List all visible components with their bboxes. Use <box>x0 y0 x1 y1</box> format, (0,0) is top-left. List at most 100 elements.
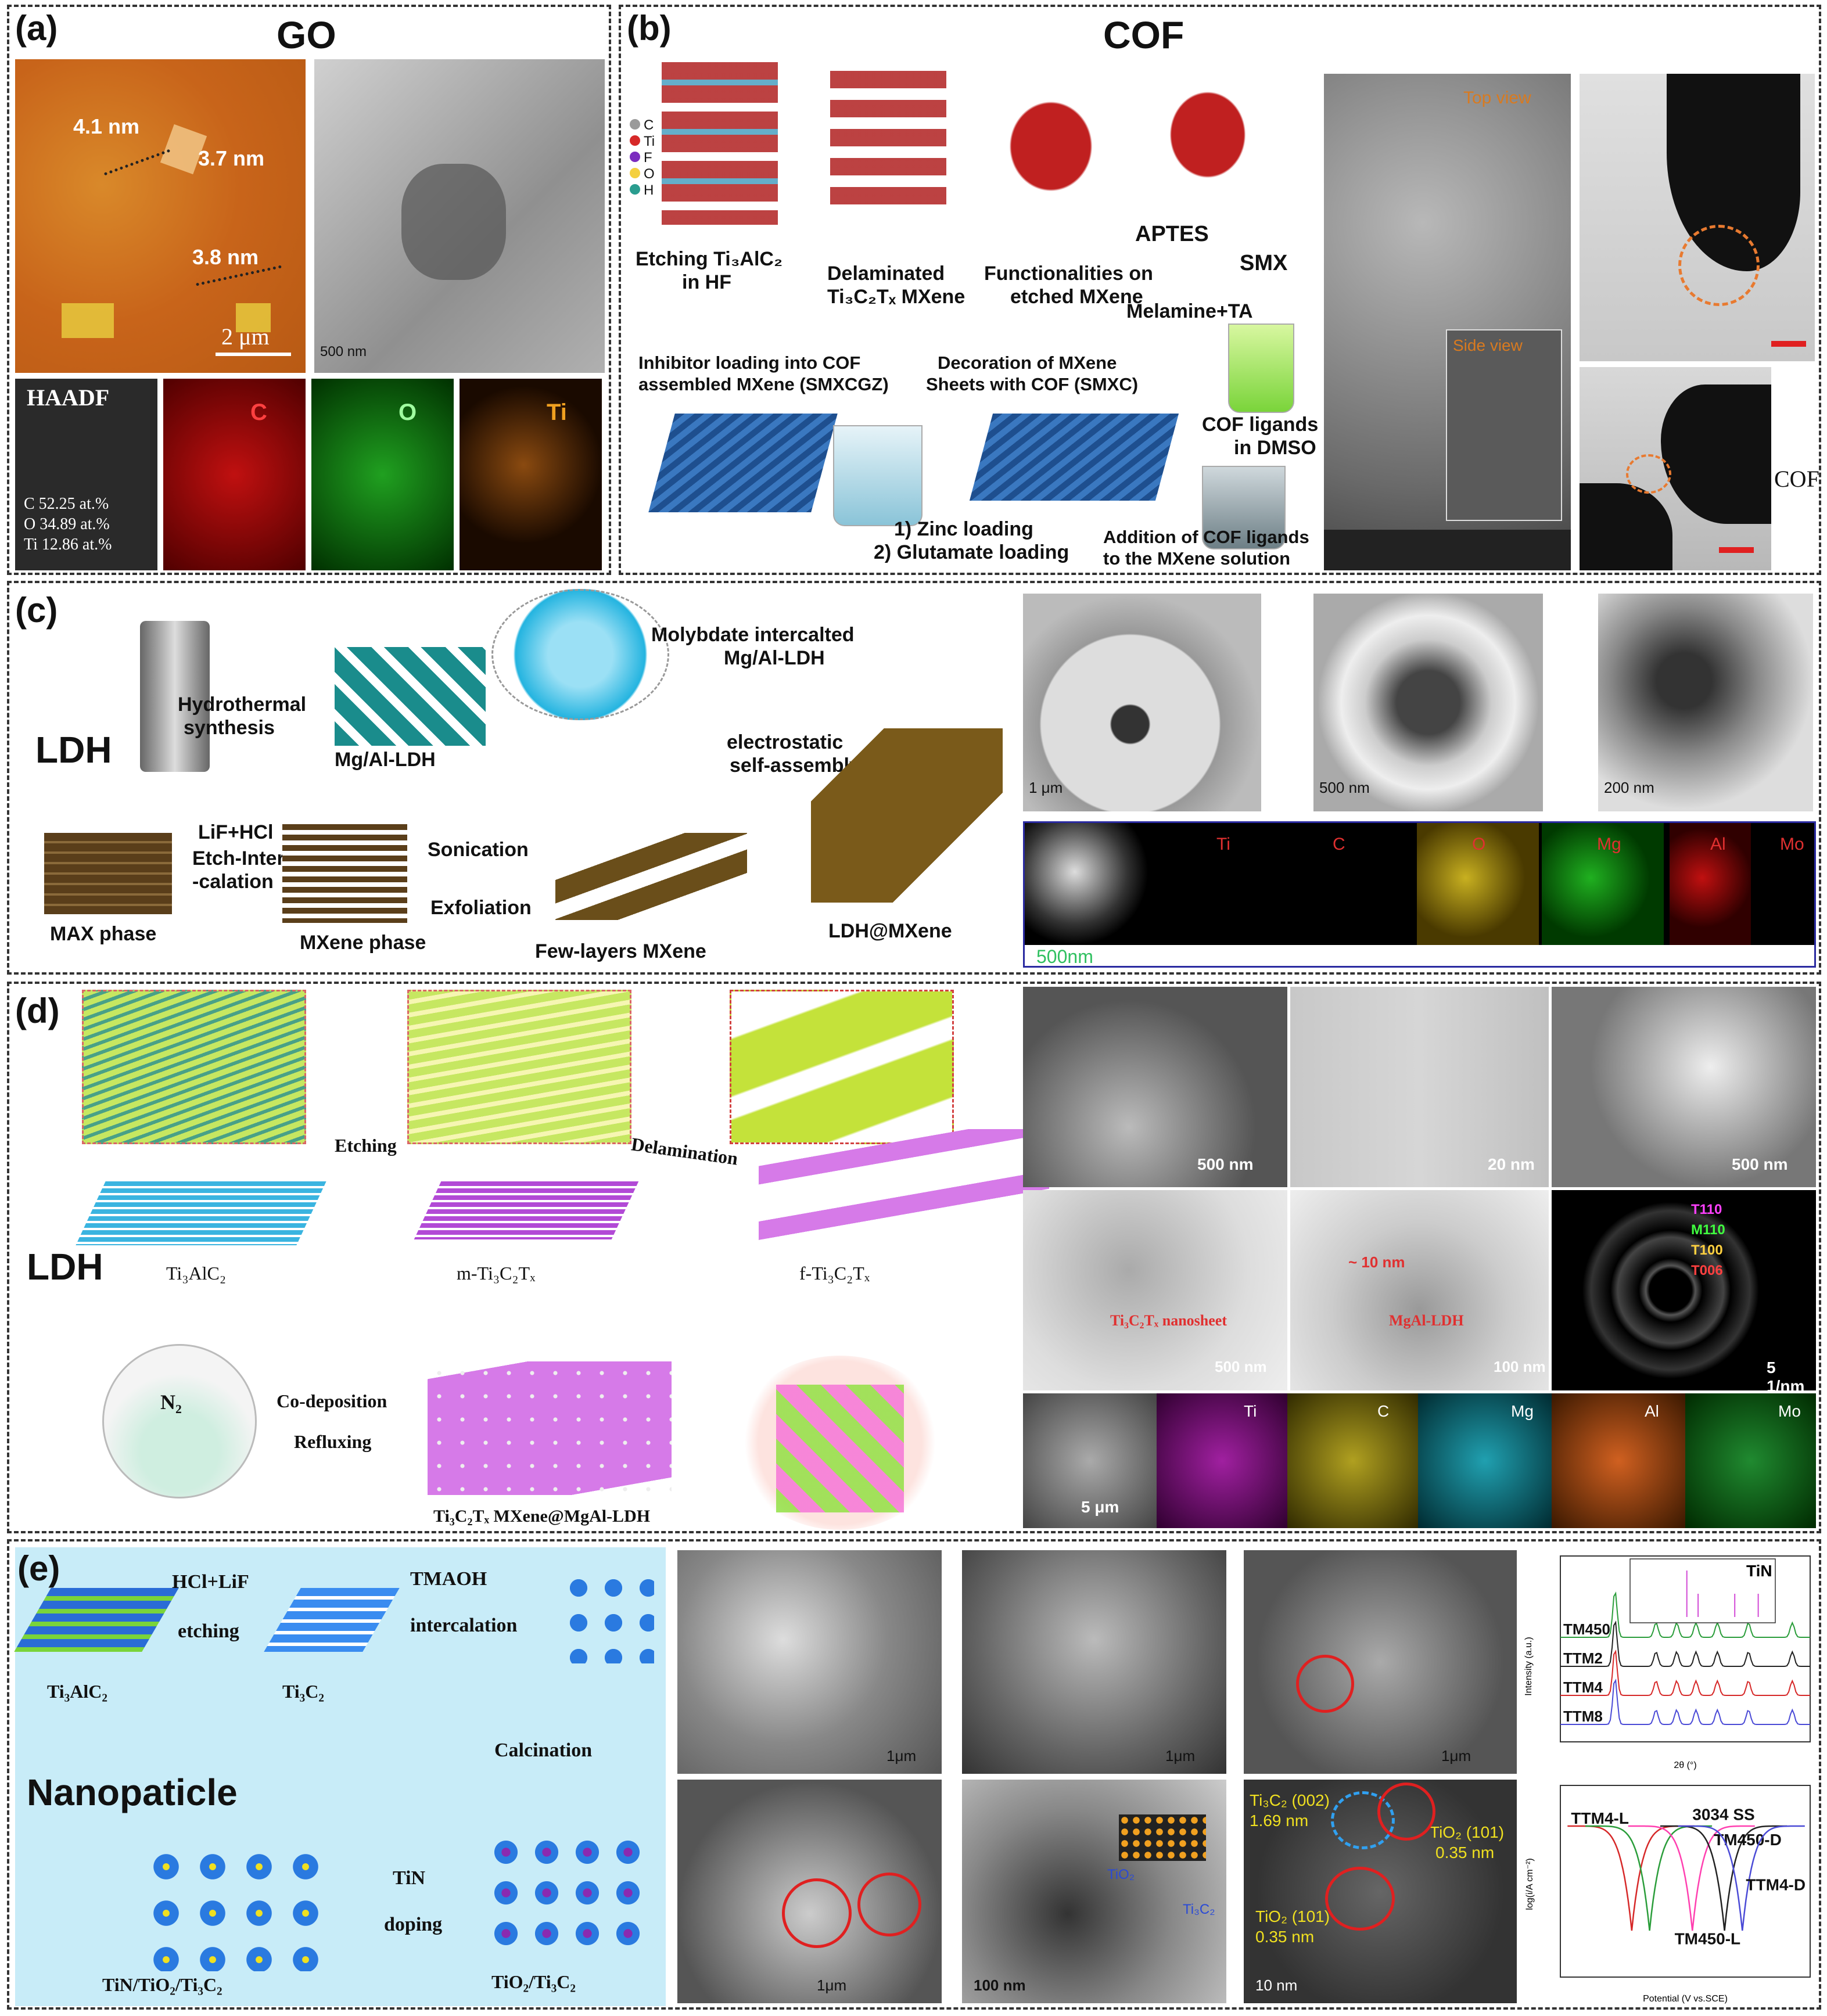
ldh-mxene-label: LDH@MXene <box>828 920 952 942</box>
sem-side-view: Side view <box>1446 329 1562 521</box>
ldh-mxene-composite <box>811 728 1003 903</box>
tin-tio2-label: TiN/TiO₂/Ti₃C₂ <box>102 1974 222 1995</box>
autoclave <box>140 621 210 772</box>
intercalation-label: intercalation <box>410 1615 518 1636</box>
panel-d-ldh: LDH <box>27 1246 103 1288</box>
etching-label-e: etching <box>178 1620 239 1642</box>
ti3alc2-label: Ti₃AlC₂ <box>166 1263 226 1284</box>
max-phase-label: MAX phase <box>50 923 157 945</box>
calcination-label: Calcination <box>494 1740 593 1761</box>
panel-a-label: (a) <box>15 9 58 48</box>
codeposition-label: Co-deposition <box>277 1390 387 1411</box>
map-ti-label: Ti <box>547 400 567 425</box>
element-legend: C Ti F O H <box>630 117 655 199</box>
saed-t110: T110 <box>1691 1202 1722 1217</box>
saed-pattern: T110 M110 T100 T006 5 1/nm <box>1552 1190 1816 1390</box>
exfoliation: Exfoliation <box>430 897 532 919</box>
hydrothermal-2: synthesis <box>184 717 275 739</box>
hrtem-035-1: 0.35 nm <box>1435 1843 1495 1862</box>
zoom-box-2 <box>407 990 631 1144</box>
ti3alc2-label-e: Ti₃AlC₂ <box>47 1681 107 1702</box>
delaminated-structure <box>830 71 946 210</box>
ldh-tem-1: 1 μm <box>1023 594 1261 811</box>
hrtem-scale: 10 nm <box>1255 1977 1298 1994</box>
few-layers-label: Few-layers MXene <box>535 940 706 962</box>
xrd-series-label-ttm4: TTM4 <box>1563 1679 1603 1696</box>
particle-inset <box>1119 1814 1206 1861</box>
afm-height-2: 3.7 nm <box>198 146 265 170</box>
step-decoration-2: Sheets with COF (SMXC) <box>926 374 1139 394</box>
haadf-label: HAADF <box>27 384 110 411</box>
legend-dot-h <box>630 184 640 195</box>
eds-map-mo: Mo <box>1780 835 1804 854</box>
sem-d-2-scale: 20 nm <box>1488 1155 1535 1173</box>
tafel-label-tm450-d: TM450-D <box>1714 1831 1782 1849</box>
smx-structure <box>1144 62 1272 207</box>
hrtem-e: Ti₃C₂ (002) 1.69 nm TiO₂ (101) 0.35 nm T… <box>1244 1780 1517 2003</box>
eds-map-o: O <box>1472 835 1486 854</box>
mgal-sheets <box>335 647 486 746</box>
sem-e-1-scale: 1μm <box>886 1747 917 1765</box>
delamination-label: Delamination <box>630 1133 740 1169</box>
f-mxene-label: f-Ti₃C₂Tₓ <box>799 1263 870 1284</box>
ldh-tem-3: 200 nm <box>1598 594 1813 811</box>
xrd-series-ttm8 <box>1560 1679 1810 1725</box>
tafel-label-ttm4-l: TTM4-L <box>1571 1809 1629 1827</box>
legend-o: O <box>644 166 655 182</box>
mgal-label: Mg/Al-LDH <box>335 749 436 771</box>
panel-c-ldh: LDH <box>35 729 112 771</box>
composition-o: O 34.89 at.% <box>24 515 110 533</box>
tem-e-1-scale: 100 nm <box>974 1977 1026 1994</box>
flakes-1 <box>561 1571 654 1663</box>
sem-e-3: 1μm <box>1244 1550 1517 1774</box>
step-loading-2: 2) Glutamate loading <box>874 541 1069 563</box>
tafel-chart: log(i/A cm⁻²) Potential (V vs.SCE) TTM4-… <box>1525 1785 1811 2004</box>
eds-map-scale: 500nm <box>1036 946 1093 967</box>
afm-scale-label: 2 μm <box>221 324 270 350</box>
tafel-series-ttm4-d <box>1678 1825 1805 1931</box>
eds-d-mo: Mo <box>1778 1402 1801 1420</box>
legend-c: C <box>644 117 654 133</box>
eds-map-c: C <box>1333 835 1345 854</box>
sem-d-3-scale: 500 nm <box>1732 1155 1788 1173</box>
tem-image: 500 nm <box>314 59 605 373</box>
panel-b: (b) COF C Ti F O H Etching Ti₃AlC₂ in HF… <box>619 5 1821 575</box>
max-phase-block <box>44 833 172 914</box>
panel-a-title: GO <box>277 13 336 56</box>
afm-image: 4.1 nm 3.7 nm 3.8 nm 2 μm <box>15 59 306 373</box>
eds-d-scale: 5 μm <box>1081 1498 1119 1516</box>
saed-scale: 5 1/nm <box>1767 1359 1805 1390</box>
saed-t006: T006 <box>1691 1263 1723 1278</box>
step-inhibitor-1: Inhibitor loading into COF <box>638 353 861 373</box>
step-cof-ligands-2: in DMSO <box>1234 437 1316 459</box>
haadf-image: HAADF C 52.25 at.% O 34.89 at.% Ti 12.86… <box>15 379 157 570</box>
hrtem-ti3c2-002: Ti₃C₂ (002) <box>1250 1791 1330 1809</box>
cof-mxene-sheet-2 <box>969 414 1179 501</box>
ti3c2-label-e: Ti₃C₂ <box>282 1681 324 1702</box>
tem-scale-label: 500 nm <box>320 344 367 360</box>
beaker-gray <box>1202 466 1286 549</box>
panel-d: (d) LDH Etching Delamination Ti₃AlC₂ m-T… <box>7 982 1821 1533</box>
n2-label: N₂ <box>160 1390 182 1414</box>
xrd-series-tm450 <box>1560 1591 1810 1638</box>
molybdate-2: Mg/Al-LDH <box>724 647 825 669</box>
map-c: C <box>163 379 306 570</box>
tem-cof-2 <box>1580 367 1771 570</box>
sem-e-2: 1μm <box>962 1550 1226 1774</box>
sem-top-view-label: Top view <box>1463 88 1531 107</box>
ti3alc2-structure <box>662 62 778 225</box>
sem-d-1: 500 nm <box>1023 987 1287 1187</box>
afm-height-3: 3.8 nm <box>192 245 259 269</box>
f-mxene-sheets <box>759 1129 1049 1263</box>
zoom-box-1 <box>82 990 306 1144</box>
eds-d-mg: Mg <box>1511 1402 1534 1420</box>
cof-arrow-label: COF <box>1774 466 1819 492</box>
mxene-phase-block <box>282 824 407 923</box>
beaker-green <box>1228 324 1294 413</box>
ti3alc2-stack <box>76 1181 326 1245</box>
cof-mxene-sheet-1 <box>648 414 838 512</box>
xrd-chart: Intensity (a.u.) 2θ (°) TM450TTM2TTM4TTM… <box>1524 1555 1811 1770</box>
legend-dot-f <box>630 152 640 162</box>
tem-d-1-scale: 500 nm <box>1215 1358 1267 1375</box>
panel-a: (a) GO 4.1 nm 3.7 nm 3.8 nm 2 μm 500 nm … <box>7 5 611 575</box>
